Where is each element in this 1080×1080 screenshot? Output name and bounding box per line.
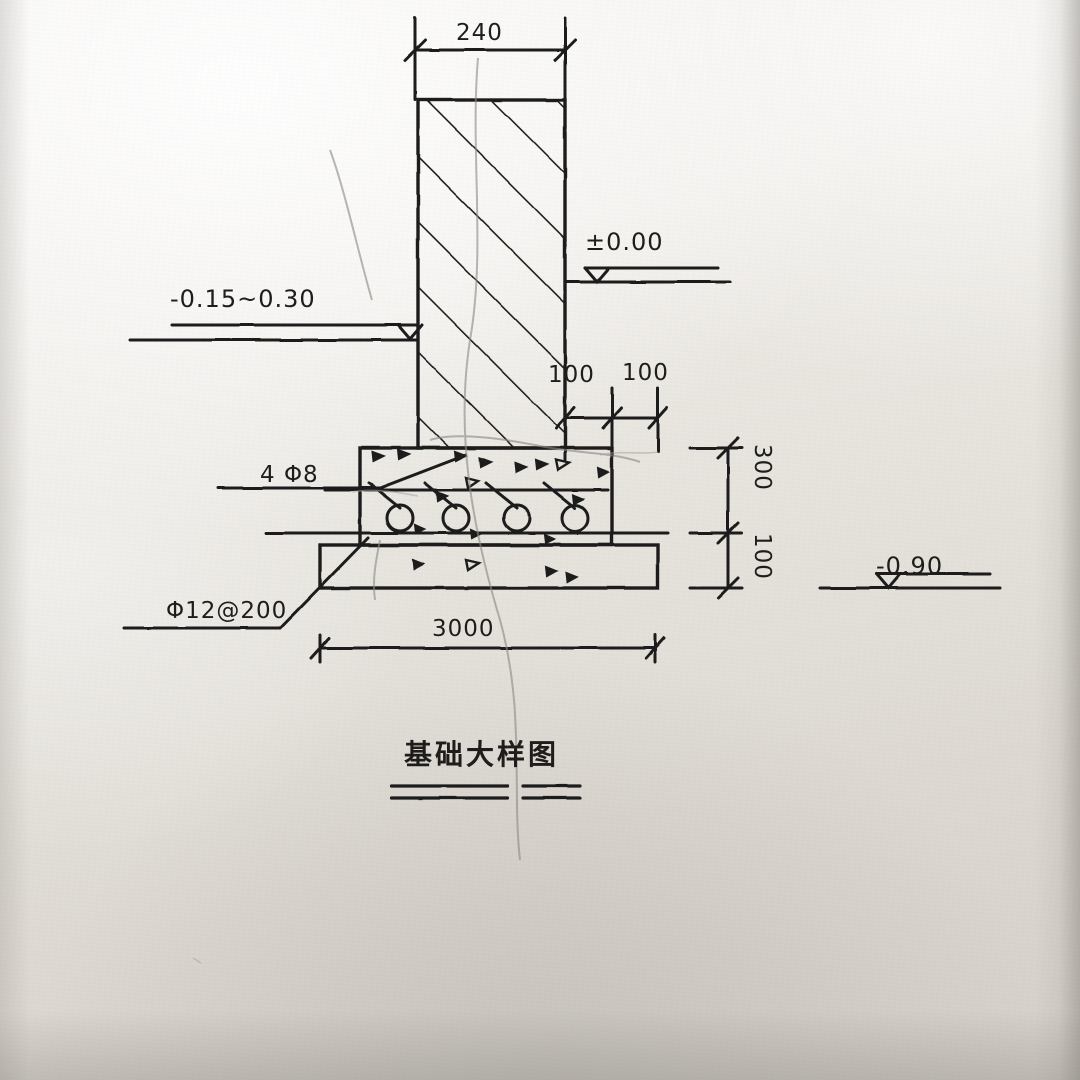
concrete-hatch-open-symbols (464, 458, 573, 572)
level-marker-backfill (128, 323, 424, 342)
rebar-label-phi12-200: Φ12@200 (166, 598, 288, 624)
level-label-foundation-base: -0.90 (876, 552, 944, 580)
dimension-step-100-left (554, 386, 669, 462)
dimension-heights-300-100 (688, 436, 744, 600)
dimension-label-step-right-100: 100 (622, 360, 669, 386)
title-underline (390, 784, 582, 800)
drawing-title: 基础大样图 (404, 738, 560, 771)
rebar-label-4phi8: 4 Φ8 (260, 462, 319, 488)
level-marker-foundation-base (818, 572, 1002, 591)
pencil-scribbles-light (192, 451, 659, 964)
dimension-label-240: 240 (456, 20, 503, 46)
dimension-label-step-left-100: 100 (548, 362, 595, 388)
masonry-column (416, 98, 567, 450)
dimension-label-height-300: 300 (749, 444, 775, 491)
level-label-backfill: -0.15~0.30 (170, 285, 316, 313)
dimension-footing-width-3000 (309, 633, 666, 664)
leader-line-phi12-200 (122, 536, 370, 630)
dimension-label-height-100: 100 (749, 533, 775, 580)
leader-line-4phi8 (216, 453, 468, 490)
dimension-label-3000: 3000 (432, 616, 495, 642)
concrete-hatch-symbols (370, 448, 611, 584)
level-label-zero: ±0.00 (585, 228, 664, 256)
dimension-column-width-240 (403, 16, 577, 102)
pencil-scribbles (329, 57, 641, 861)
level-marker-zero (563, 266, 732, 285)
footing-lower-slab (318, 543, 660, 590)
